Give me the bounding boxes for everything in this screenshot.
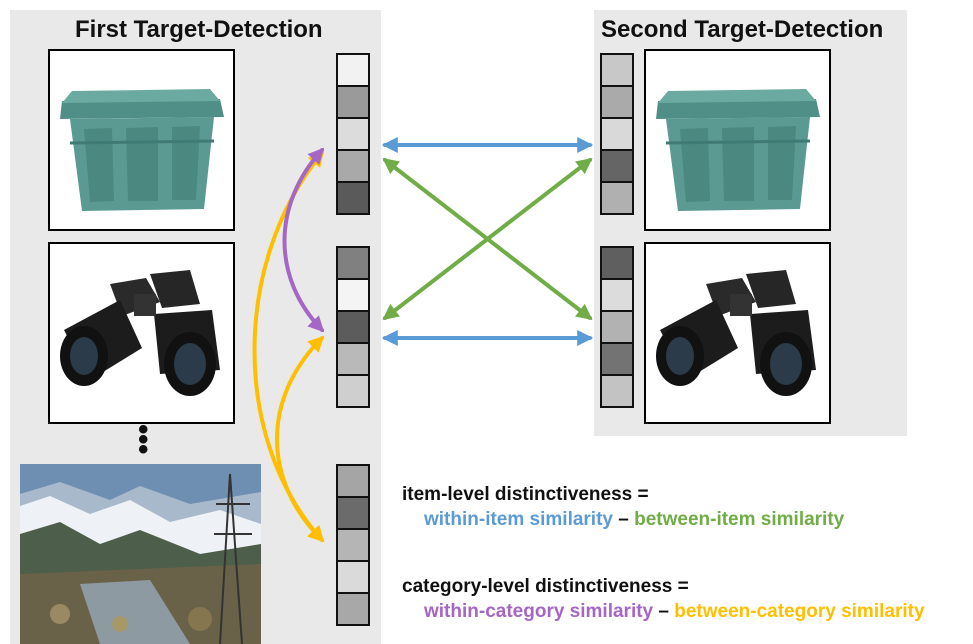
category-level-equation: category-level distinctiveness = within-…	[402, 576, 925, 623]
more-items-ellipsis: •••	[138, 413, 149, 466]
binoculars-icon	[60, 270, 220, 396]
pattern-cell	[336, 181, 370, 215]
within-category-arrow	[282, 147, 325, 333]
pattern-cell	[600, 85, 634, 119]
pattern-cell	[336, 246, 370, 280]
pattern-cell	[336, 592, 370, 626]
pattern-second-item1	[600, 53, 634, 215]
pattern-first-item3	[336, 464, 370, 626]
storage-bin-icon	[656, 89, 820, 211]
pattern-cell	[336, 374, 370, 408]
mountain-river-scene	[20, 464, 261, 644]
pattern-cell	[600, 374, 634, 408]
scene-image-first	[20, 464, 261, 644]
binoculars-image-second	[644, 242, 831, 424]
first-panel-title: First Target-Detection	[75, 16, 323, 43]
pattern-second-item2	[600, 246, 634, 408]
item-level-label: item-level distinctiveness =	[402, 484, 649, 505]
pattern-cell	[600, 53, 634, 87]
storage-bin-icon	[60, 89, 224, 211]
pattern-cell	[336, 117, 370, 151]
pattern-cell	[336, 53, 370, 87]
pattern-first-item2	[336, 246, 370, 408]
between-item-arrow-b	[382, 158, 593, 320]
binoculars-icon	[656, 270, 816, 396]
between-item-term: between-item similarity	[634, 509, 845, 530]
item-minus: –	[612, 509, 635, 530]
pattern-cell	[336, 310, 370, 344]
container-image-first	[48, 49, 235, 231]
container-image-second	[644, 49, 831, 231]
pattern-first-item1	[336, 53, 370, 215]
category-minus: –	[653, 601, 675, 622]
binoculars-image-first	[48, 242, 235, 424]
within-category-term: within-category similarity	[424, 601, 654, 622]
category-level-label: category-level distinctiveness =	[402, 576, 689, 597]
pattern-cell	[336, 85, 370, 119]
within-item-term: within-item similarity	[424, 509, 613, 530]
pattern-cell	[600, 117, 634, 151]
second-panel-title: Second Target-Detection	[601, 16, 884, 43]
between-category-term: between-category similarity	[674, 601, 925, 622]
item-level-equation: item-level distinctiveness = within-item…	[402, 484, 844, 531]
pattern-cell	[600, 310, 634, 344]
between-category-arrow-bottom	[275, 335, 325, 543]
pattern-cell	[600, 181, 634, 215]
